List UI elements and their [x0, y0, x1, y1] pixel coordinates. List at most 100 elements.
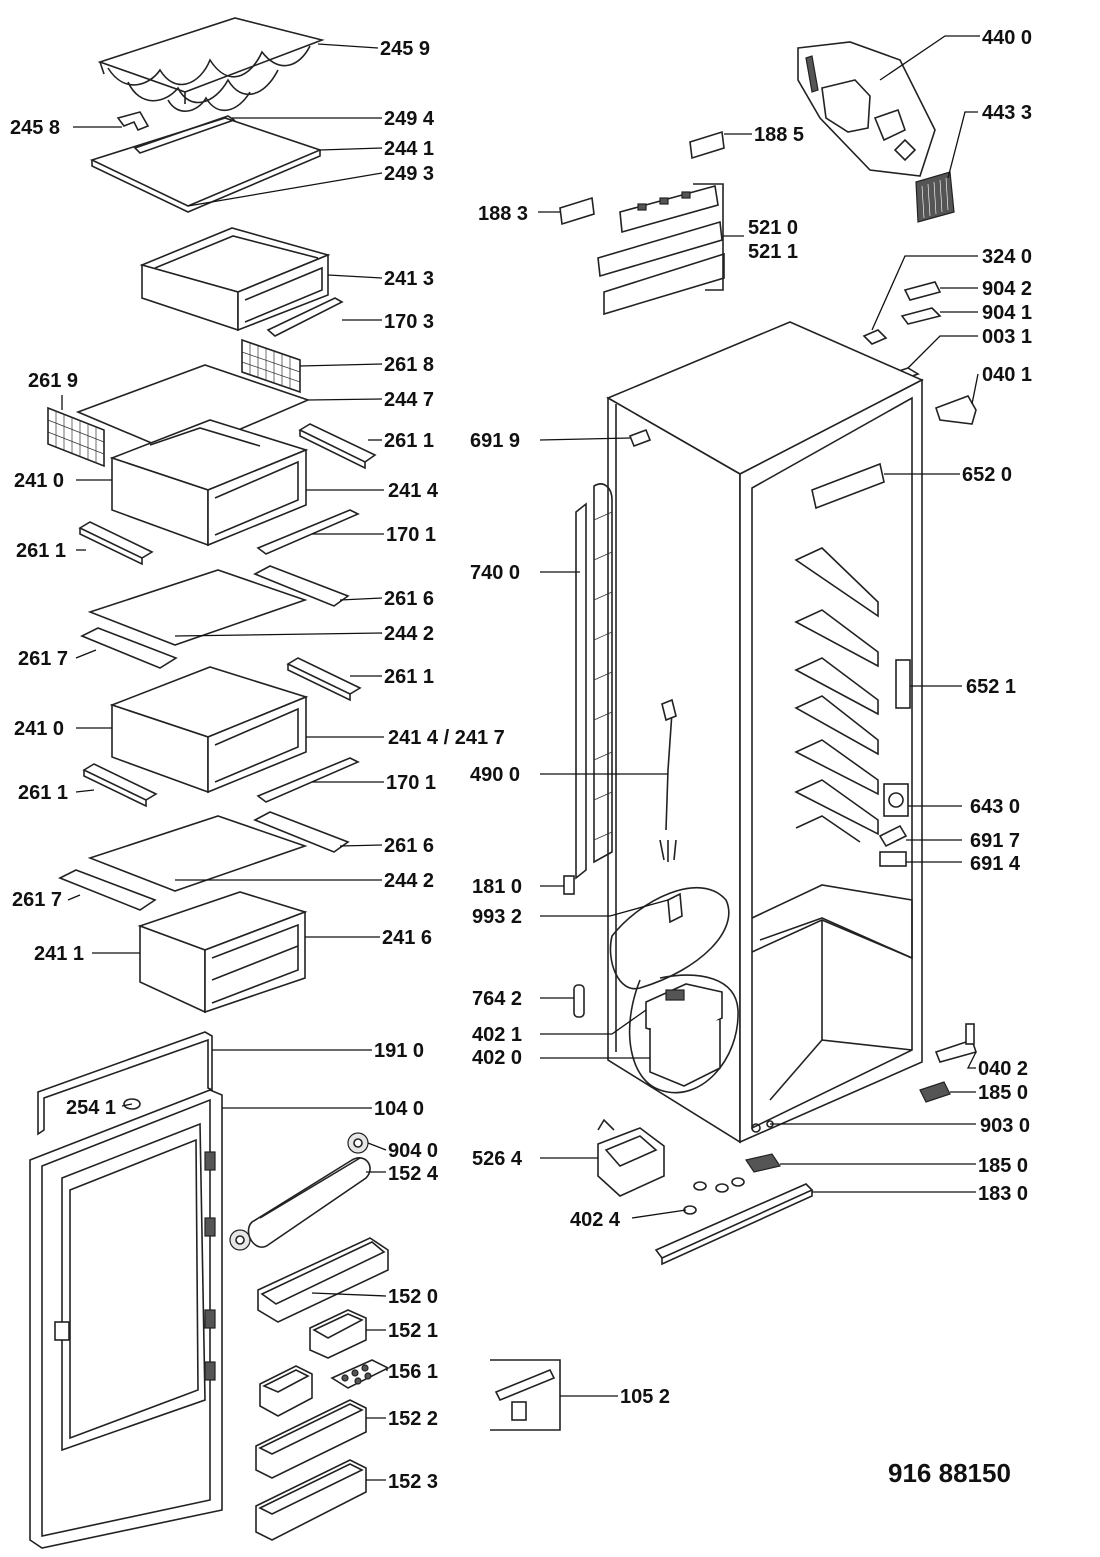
label-740-0: 740 0	[470, 562, 520, 584]
label-261-7-a: 261 7	[18, 648, 68, 670]
sticker-188-3	[559, 196, 595, 226]
document-number: 916 88150	[888, 1458, 1011, 1488]
door-bin-152-2	[255, 1399, 367, 1479]
label-241-0-a: 241 0	[14, 470, 64, 492]
label-152-0: 152 0	[388, 1286, 438, 1308]
part-324-0	[862, 329, 888, 345]
filter-261-8	[241, 338, 301, 394]
small-bin-152-1	[309, 1309, 367, 1359]
label-188-3: 188 3	[478, 203, 528, 225]
label-249-3: 249 3	[384, 163, 434, 185]
part-185-0-b	[745, 1153, 781, 1173]
washer-904-0	[229, 1132, 369, 1251]
label-244-2-a: 244 2	[384, 623, 434, 645]
leader-lines	[61, 35, 980, 1481]
label-249-4: 249 4	[384, 108, 435, 130]
label-241-4: 241 4	[388, 480, 439, 502]
part-185-0-a	[919, 1081, 951, 1103]
label-691-4: 691 4	[970, 853, 1021, 875]
label-764-2: 764 2	[472, 988, 522, 1010]
label-241-3: 241 3	[384, 268, 434, 290]
label-105-2: 105 2	[620, 1386, 670, 1408]
label-904-1: 904 1	[982, 302, 1032, 324]
label-652-1: 652 1	[966, 676, 1016, 698]
egg-tray	[330, 1359, 390, 1389]
label-691-7: 691 7	[970, 830, 1020, 852]
label-643-0: 643 0	[970, 796, 1020, 818]
label-261-7-b: 261 7	[12, 889, 62, 911]
hinge-kit	[490, 1359, 561, 1431]
label-261-6-b: 261 6	[384, 835, 434, 857]
label-324-0: 324 0	[982, 246, 1032, 268]
door-gasket	[37, 1031, 213, 1136]
rail-170-3	[266, 297, 344, 337]
label-241-0-b: 241 0	[14, 718, 64, 740]
bracket-904-1	[900, 307, 942, 325]
cabinet	[563, 321, 924, 1144]
label-040-1: 040 1	[982, 364, 1032, 386]
label-261-8: 261 8	[384, 354, 434, 376]
label-521-1: 521 1	[748, 241, 798, 263]
label-241-4-241-7: 241 4 / 241 7	[388, 727, 505, 749]
label-170-1-b: 170 1	[386, 772, 436, 794]
door	[29, 1089, 223, 1549]
label-152-1: 152 1	[388, 1320, 438, 1342]
label-261-1-c: 261 1	[384, 666, 434, 688]
bracket-904-2	[903, 281, 942, 301]
label-440-0: 440 0	[982, 27, 1032, 49]
label-185-0-a: 185 0	[978, 1082, 1028, 1104]
label-003-1: 003 1	[982, 326, 1032, 348]
dairy-compartment	[247, 1157, 371, 1248]
label-443-3: 443 3	[982, 102, 1032, 124]
label-526-4: 526 4	[472, 1148, 523, 1170]
label-156-1: 156 1	[388, 1361, 438, 1383]
label-904-2: 904 2	[982, 278, 1032, 300]
rail-170-1-a	[256, 509, 360, 555]
rail-261-1-b	[78, 521, 154, 566]
label-245-9: 245 9	[380, 38, 430, 60]
fan-assembly	[797, 41, 936, 177]
label-244-7: 244 7	[384, 389, 434, 411]
label-241-6: 241 6	[382, 927, 432, 949]
glass-group-b	[58, 811, 350, 911]
glass-group-a	[80, 565, 350, 669]
door-bin-152-3	[255, 1459, 367, 1541]
filter-443-3	[915, 171, 955, 223]
drawer-bottom	[137, 891, 308, 1014]
label-245-8: 245 8	[10, 117, 60, 139]
label-521-0: 521 0	[748, 217, 798, 239]
rail-170-1-b	[256, 757, 360, 803]
rail-261-1-a	[298, 423, 377, 470]
small-bin-left	[259, 1365, 313, 1417]
label-254-1: 254 1	[66, 1097, 116, 1119]
rail-261-1-d	[82, 763, 158, 808]
label-191-0: 191 0	[374, 1040, 424, 1062]
label-188-5: 188 5	[754, 124, 804, 146]
drawer-top	[139, 227, 331, 332]
label-652-0: 652 0	[962, 464, 1012, 486]
label-152-2: 152 2	[388, 1408, 438, 1430]
label-261-6-a: 261 6	[384, 588, 434, 610]
hinge-top	[934, 395, 977, 425]
wine-rack	[97, 17, 325, 112]
label-241-1: 241 1	[34, 943, 84, 965]
label-261-1-d: 261 1	[18, 782, 68, 804]
label-402-0: 402 0	[472, 1047, 522, 1069]
label-993-2: 993 2	[472, 906, 522, 928]
label-402-4: 402 4	[570, 1209, 621, 1231]
label-261-1-a: 261 1	[384, 430, 434, 452]
drawer-mid-b	[109, 666, 309, 794]
filter-261-9	[47, 406, 105, 468]
drawer-mid-a	[109, 419, 309, 547]
label-040-2: 040 2	[978, 1058, 1028, 1080]
relay-module	[597, 1118, 665, 1197]
label-183-0: 183 0	[978, 1183, 1028, 1205]
label-903-0: 903 0	[980, 1115, 1030, 1137]
label-490-0: 490 0	[470, 764, 520, 786]
rail-183-0	[654, 1183, 814, 1266]
label-152-3: 152 3	[388, 1471, 438, 1493]
control-board	[597, 183, 725, 316]
label-261-9: 261 9	[28, 370, 78, 392]
